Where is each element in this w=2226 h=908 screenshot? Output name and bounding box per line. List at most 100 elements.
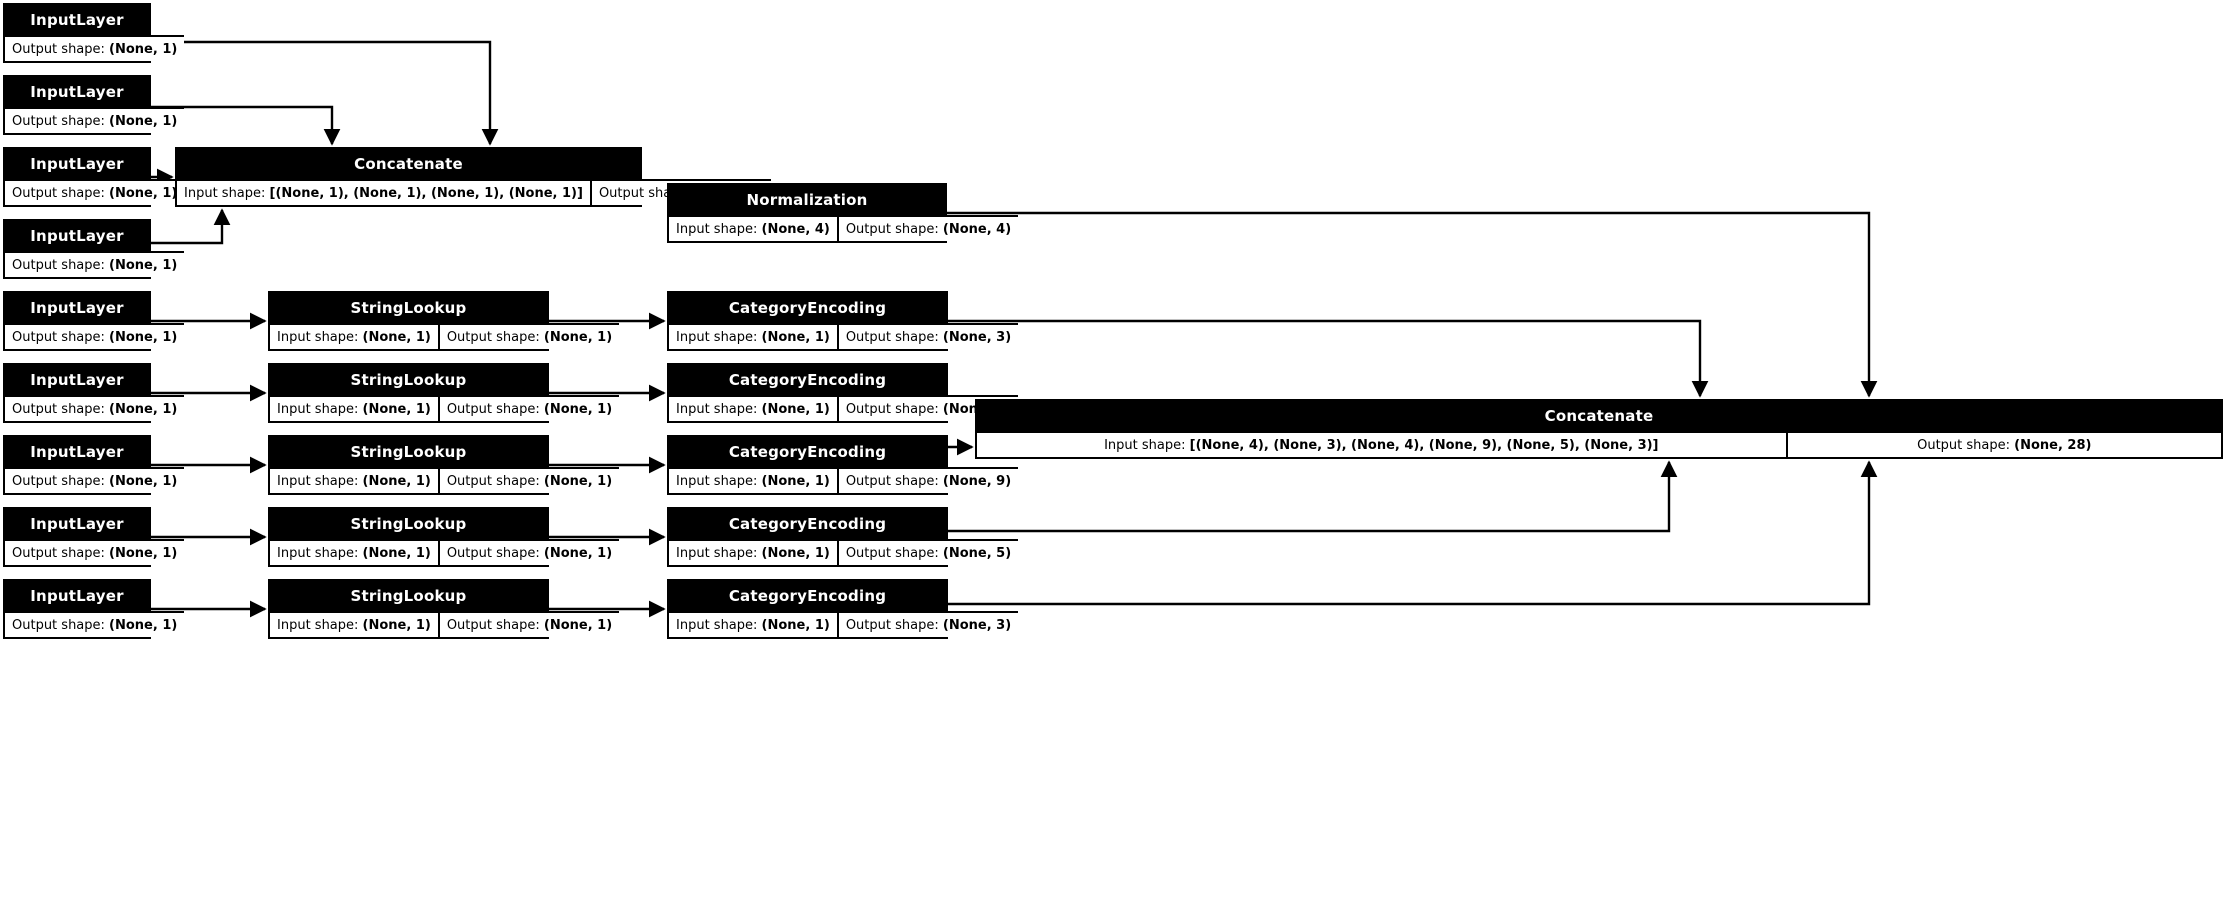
edge-normalization-to-concat-all: [947, 211, 1878, 398]
node-body: Input shape: [(None, 4), (None, 3), (Non…: [977, 431, 2221, 457]
node-category-encoding-4[interactable]: CategoryEncoding Input shape: (None, 1) …: [667, 507, 1019, 567]
node-title: CategoryEncoding: [669, 581, 946, 611]
node-body: Output shape: (None, 1): [5, 611, 185, 637]
input-shape-prefix: Input shape:: [676, 221, 758, 237]
node-category-encoding-1[interactable]: CategoryEncoding Input shape: (None, 1) …: [667, 291, 1019, 351]
output-shape-value: (None, 3): [942, 329, 1012, 345]
output-shape-prefix: Output shape:: [845, 401, 939, 417]
output-shape-cell: Output shape: (None, 1): [5, 611, 185, 637]
node-body: Input shape: (None, 1) Output shape: (No…: [270, 611, 620, 637]
node-string-lookup-1[interactable]: StringLookup Input shape: (None, 1) Outp…: [268, 291, 620, 351]
input-shape-cell: Input shape: (None, 1): [669, 323, 837, 349]
node-input-layer-9[interactable]: InputLayer Output shape: (None, 1): [3, 579, 185, 639]
node-body: Input shape: (None, 1) Output shape: (No…: [669, 467, 1019, 493]
output-shape-value: (None, 1): [543, 545, 613, 561]
output-shape-prefix: Output shape:: [845, 473, 939, 489]
node-body: Output shape: (None, 1): [5, 539, 185, 565]
node-input-layer-1[interactable]: InputLayer Output shape: (None, 1): [3, 3, 185, 63]
node-normalization[interactable]: Normalization Input shape: (None, 4) Out…: [667, 183, 1019, 243]
node-body: Input shape: [(None, 1), (None, 1), (Non…: [177, 179, 772, 205]
output-shape-cell: Output shape: (None, 1): [5, 323, 185, 349]
node-input-layer-5[interactable]: InputLayer Output shape: (None, 1): [3, 291, 185, 351]
node-title: StringLookup: [270, 293, 547, 323]
input-shape-cell: Input shape: [(None, 1), (None, 1), (Non…: [177, 179, 590, 205]
output-shape-cell: Output shape: (None, 1): [437, 539, 620, 565]
input-shape-cell: Input shape: (None, 1): [270, 395, 438, 421]
node-title: InputLayer: [5, 77, 149, 107]
node-body: Output shape: (None, 1): [5, 323, 185, 349]
input-shape-cell: Input shape: (None, 1): [669, 395, 837, 421]
node-category-encoding-5[interactable]: CategoryEncoding Input shape: (None, 1) …: [667, 579, 1019, 639]
input-shape-prefix: Input shape:: [676, 473, 758, 489]
output-shape-prefix: Output shape:: [1917, 437, 2010, 453]
node-title: CategoryEncoding: [669, 365, 946, 395]
output-shape-cell: Output shape: (None, 1): [5, 107, 185, 133]
input-shape-prefix: Input shape:: [184, 185, 266, 201]
node-title: Concatenate: [177, 149, 640, 179]
node-input-layer-4[interactable]: InputLayer Output shape: (None, 1): [3, 219, 185, 279]
output-shape-value: (None, 1): [109, 473, 178, 489]
node-string-lookup-2[interactable]: StringLookup Input shape: (None, 1) Outp…: [268, 363, 620, 423]
input-shape-value: (None, 1): [362, 473, 431, 489]
output-shape-cell: Output shape: (None, 1): [5, 179, 185, 205]
output-shape-prefix: Output shape:: [845, 221, 939, 237]
node-concatenate-numeric[interactable]: Concatenate Input shape: [(None, 1), (No…: [175, 147, 772, 207]
input-shape-prefix: Input shape:: [277, 545, 359, 561]
node-string-lookup-5[interactable]: StringLookup Input shape: (None, 1) Outp…: [268, 579, 620, 639]
edge-input1-to-concat-numeric: [151, 40, 499, 146]
output-shape-cell: Output shape: (None, 1): [437, 323, 620, 349]
output-shape-prefix: Output shape:: [12, 545, 105, 561]
output-shape-value: (None, 1): [543, 617, 613, 633]
output-shape-prefix: Output shape:: [12, 617, 105, 633]
node-body: Output shape: (None, 1): [5, 251, 185, 277]
node-title: CategoryEncoding: [669, 509, 946, 539]
input-shape-value: (None, 1): [761, 617, 830, 633]
node-category-encoding-2[interactable]: CategoryEncoding Input shape: (None, 1) …: [667, 363, 1019, 423]
input-shape-prefix: Input shape:: [1104, 437, 1186, 453]
node-title: StringLookup: [270, 365, 547, 395]
node-category-encoding-3[interactable]: CategoryEncoding Input shape: (None, 1) …: [667, 435, 1019, 495]
node-string-lookup-3[interactable]: StringLookup Input shape: (None, 1) Outp…: [268, 435, 620, 495]
input-shape-value: [(None, 1), (None, 1), (None, 1), (None,…: [269, 185, 583, 201]
edge-categoryencoding1-to-concat-all: [948, 319, 1709, 398]
input-shape-prefix: Input shape:: [676, 329, 758, 345]
node-input-layer-3[interactable]: InputLayer Output shape: (None, 1): [3, 147, 185, 207]
output-shape-cell: Output shape: (None, 5): [836, 539, 1019, 565]
output-shape-value: (None, 1): [109, 41, 178, 57]
node-title: InputLayer: [5, 5, 149, 35]
output-shape-value: (None, 1): [109, 329, 178, 345]
node-title: InputLayer: [5, 293, 149, 323]
node-input-layer-2[interactable]: InputLayer Output shape: (None, 1): [3, 75, 185, 135]
node-body: Input shape: (None, 1) Output shape: (No…: [270, 395, 620, 421]
node-input-layer-8[interactable]: InputLayer Output shape: (None, 1): [3, 507, 185, 567]
output-shape-value: (None, 3): [942, 617, 1012, 633]
node-body: Input shape: (None, 1) Output shape: (No…: [270, 539, 620, 565]
input-shape-prefix: Input shape:: [277, 329, 359, 345]
input-shape-cell: Input shape: [(None, 4), (None, 3), (Non…: [977, 431, 1786, 457]
node-title: InputLayer: [5, 149, 149, 179]
input-shape-cell: Input shape: (None, 1): [669, 539, 837, 565]
node-concatenate-all[interactable]: Concatenate Input shape: [(None, 4), (No…: [975, 399, 2223, 459]
input-shape-prefix: Input shape:: [277, 617, 359, 633]
node-body: Output shape: (None, 1): [5, 107, 185, 133]
input-shape-value: (None, 1): [761, 473, 830, 489]
output-shape-cell: Output shape: (None, 1): [5, 467, 185, 493]
node-string-lookup-4[interactable]: StringLookup Input shape: (None, 1) Outp…: [268, 507, 620, 567]
output-shape-cell: Output shape: (None, 1): [5, 35, 185, 61]
output-shape-cell: Output shape: (None, 1): [5, 539, 185, 565]
output-shape-prefix: Output shape:: [12, 257, 105, 273]
output-shape-value: (None, 1): [109, 257, 178, 273]
input-shape-value: (None, 1): [761, 401, 830, 417]
node-input-layer-6[interactable]: InputLayer Output shape: (None, 1): [3, 363, 185, 423]
output-shape-value: (None, 4): [942, 221, 1012, 237]
output-shape-prefix: Output shape:: [12, 401, 105, 417]
output-shape-value: (None, 1): [543, 473, 613, 489]
output-shape-value: (None, 28): [2014, 437, 2092, 453]
output-shape-prefix: Output shape:: [446, 401, 540, 417]
input-shape-value: (None, 1): [761, 545, 830, 561]
input-shape-prefix: Input shape:: [277, 401, 359, 417]
output-shape-cell: Output shape: (None, 4): [836, 215, 1019, 241]
output-shape-cell: Output shape: (None, 1): [437, 395, 620, 421]
node-input-layer-7[interactable]: InputLayer Output shape: (None, 1): [3, 435, 185, 495]
